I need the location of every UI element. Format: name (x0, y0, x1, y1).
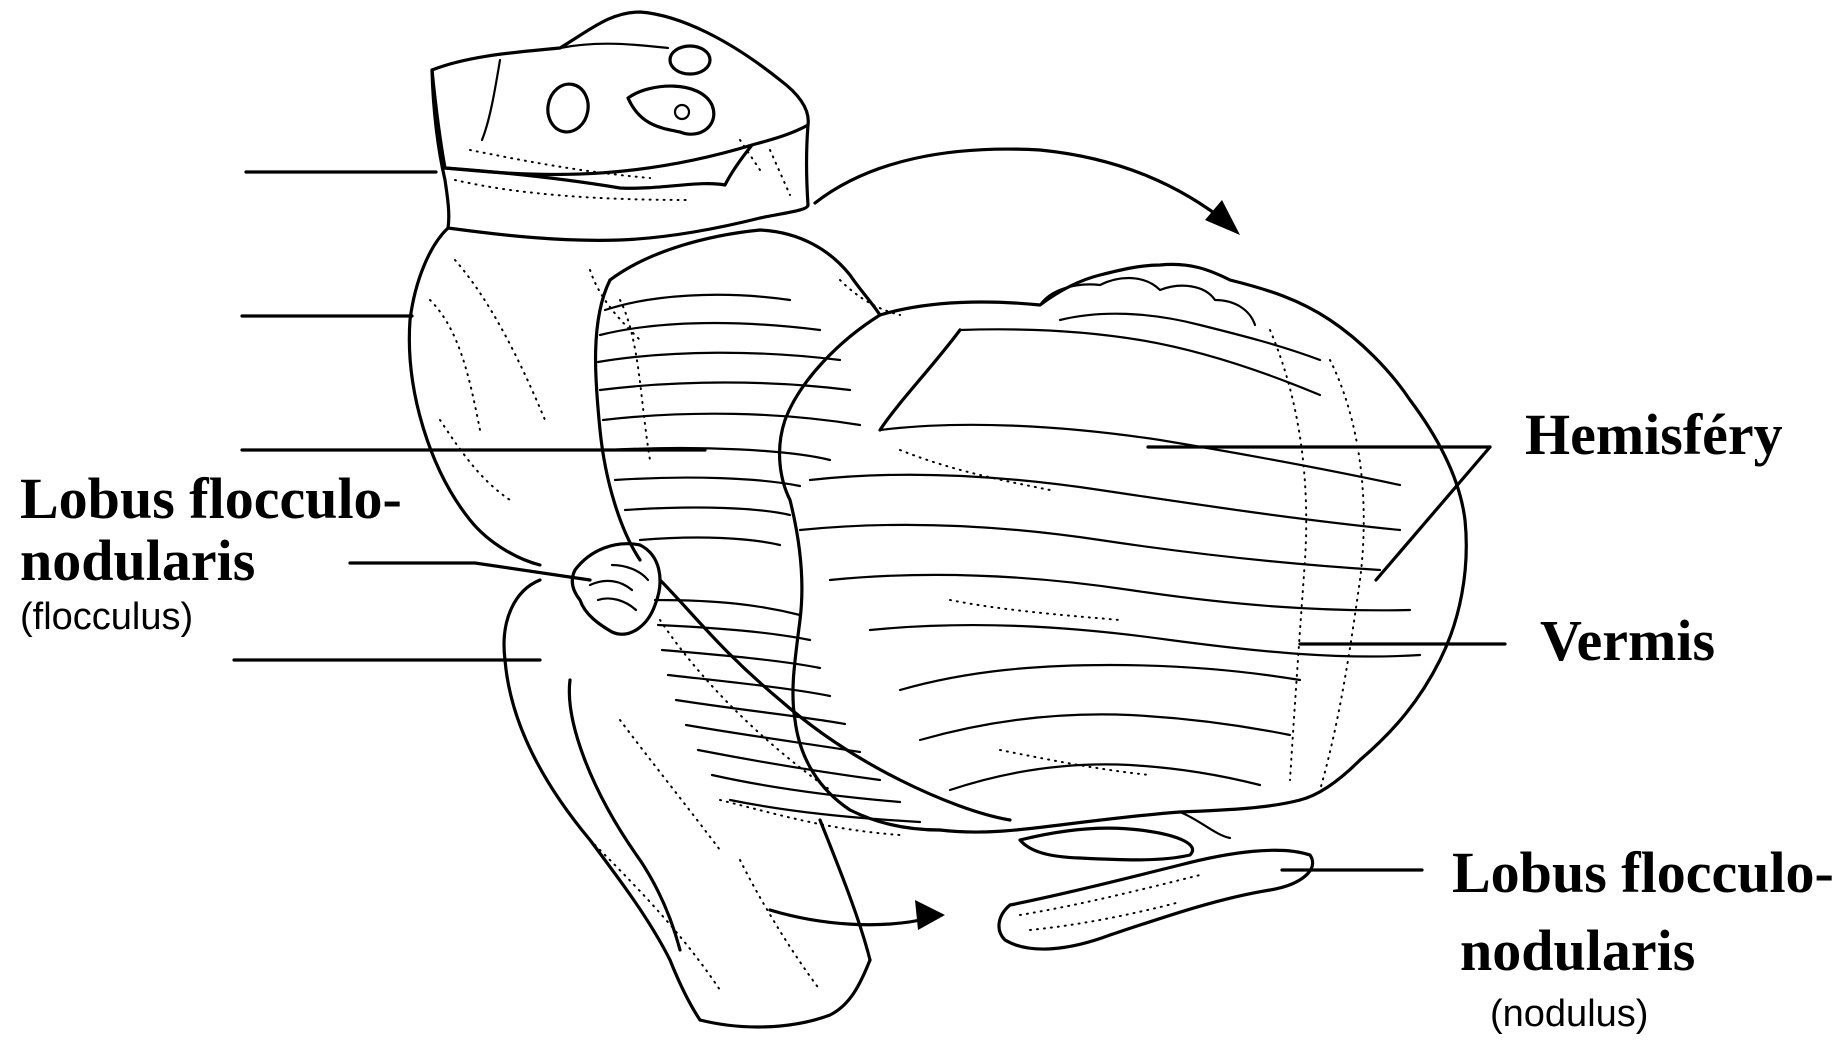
label-right-lobus-sub: (nodulus) (1490, 995, 1648, 1033)
right-hemisphere (780, 264, 1467, 838)
label-left-lobus-sub: (flocculus) (20, 598, 193, 636)
label-hemisfery: Hemisféry (1525, 406, 1783, 464)
label-left-lobus-line1: Lobus flocculo- (20, 470, 402, 528)
label-right-lobus-line1: Lobus flocculo- (1452, 844, 1832, 902)
leader-line-hemisfery (1148, 447, 1490, 580)
label-left-lobus-line2: nodularis (20, 532, 255, 590)
leader-line-flocculus (350, 563, 590, 580)
brainstem-cross-section (432, 12, 808, 228)
left-hemisphere (596, 230, 1010, 835)
label-vermis: Vermis (1540, 612, 1715, 670)
nodulus-shape (999, 828, 1313, 949)
flocculus-shape (572, 544, 660, 634)
label-right-lobus-line2: nodularis (1460, 922, 1695, 980)
